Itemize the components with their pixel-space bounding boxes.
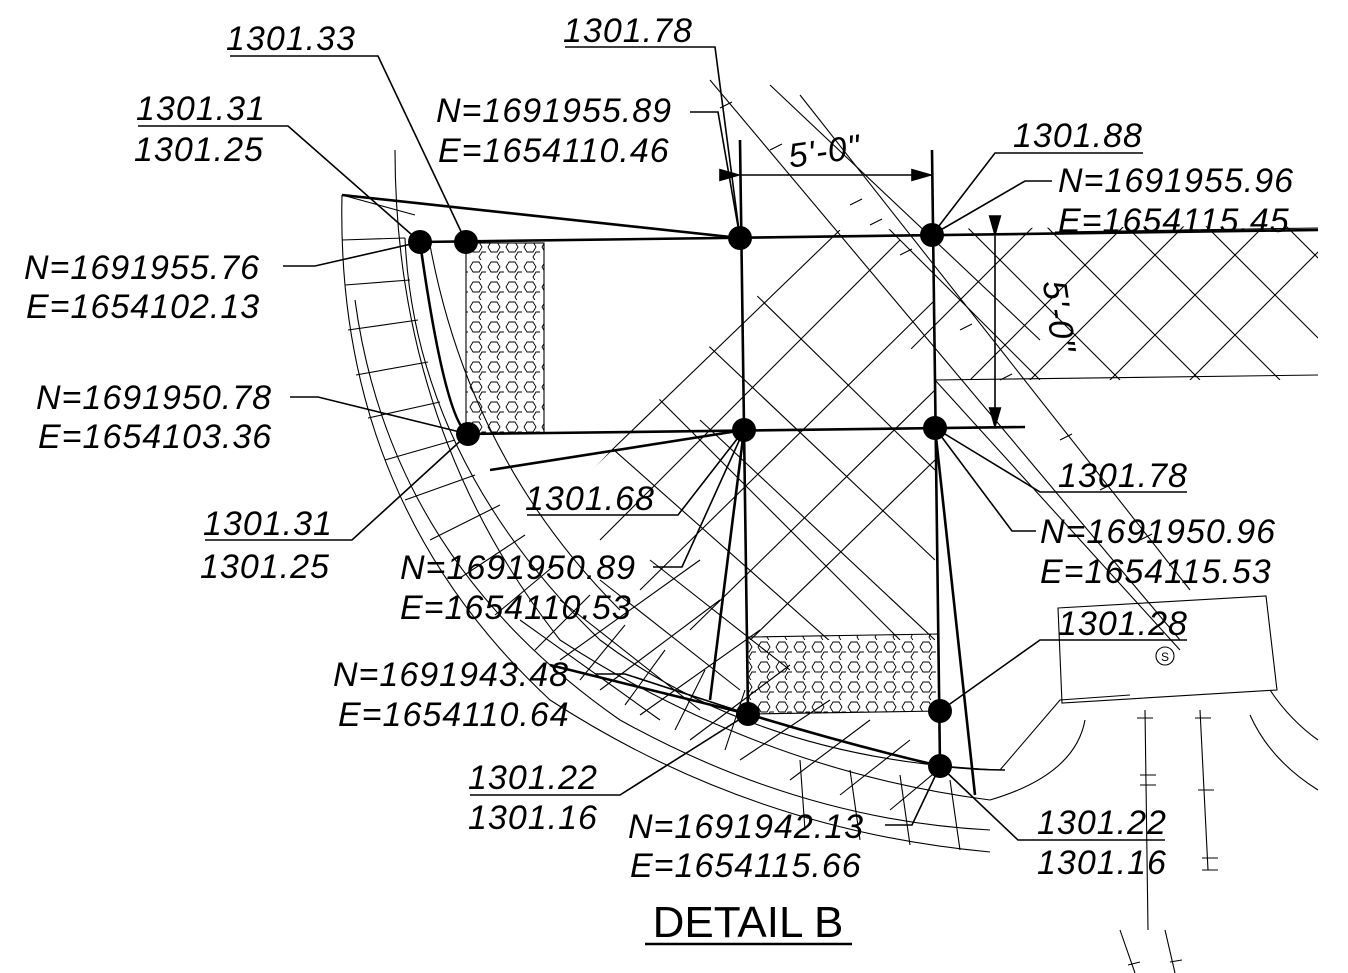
elevation-labels: 1301.33 1301.78 1301.31 1301.25 1301.88 … <box>134 12 1188 882</box>
easting-label: E=1654110.64 <box>338 696 570 734</box>
curb-arcs <box>341 149 1319 853</box>
elevation-label-lower: 1301.16 <box>468 799 598 837</box>
elevation-label: 1301.22 <box>468 759 598 797</box>
dimension-vertical-text: 5'-0" <box>1035 278 1083 356</box>
point-e8 <box>928 699 952 723</box>
elevation-label: 1301.68 <box>525 480 655 518</box>
warning-panel-bottom <box>747 633 941 715</box>
point-c7 <box>736 702 760 726</box>
leader-lines <box>138 46 1187 841</box>
elevation-label-lower: 1301.25 <box>134 131 264 169</box>
detail-title: DETAIL B <box>645 898 852 947</box>
utility-lines <box>1119 709 1218 973</box>
point-c8 <box>928 754 952 778</box>
elevation-label: 1301.78 <box>1058 457 1188 495</box>
northing-label: N=1691950.89 <box>400 549 636 587</box>
elevation-label: 1301.22 <box>1037 804 1167 842</box>
northing-label: N=1691943.48 <box>333 656 569 694</box>
sewer-symbol-icon <box>1155 646 1175 666</box>
dimension-horizontal-text: 5'-0" <box>786 128 864 176</box>
point-e1 <box>454 230 478 254</box>
easting-label: E=1654115.53 <box>1040 553 1272 591</box>
elevation-label: 1301.31 <box>203 505 333 543</box>
elevation-label: 1301.33 <box>226 20 356 58</box>
point-c5 <box>923 416 947 440</box>
easting-label: E=1654115.45 <box>1058 202 1290 240</box>
warning-panels <box>465 242 941 715</box>
dimension-vertical: 5'-0" <box>988 215 1083 430</box>
northing-label: N=1691950.96 <box>1040 513 1276 551</box>
easting-label: E=1654110.53 <box>400 589 632 627</box>
warning-panel-top <box>465 242 545 434</box>
easting-label: E=1654115.66 <box>630 847 862 885</box>
detail-title-text: DETAIL B <box>653 898 844 947</box>
northing-label: N=1691955.76 <box>24 249 260 287</box>
structure-box: S <box>1057 595 1278 704</box>
coordinate-labels: N=1691955.89 E=1654110.46 N=1691955.96 E… <box>24 92 1294 885</box>
elevation-label: 1301.78 <box>563 12 693 50</box>
survey-points <box>408 223 952 778</box>
northing-label: N=1691942.13 <box>628 808 864 846</box>
elevation-label-lower: 1301.25 <box>200 548 330 586</box>
dimension-horizontal: 5'-0" <box>719 128 934 182</box>
point-c4 <box>456 422 480 446</box>
point-c3 <box>408 230 432 254</box>
point-c6 <box>732 418 756 442</box>
northing-label: N=1691950.78 <box>36 379 272 417</box>
elevation-label-lower: 1301.16 <box>1037 844 1167 882</box>
northing-label: N=1691955.89 <box>436 92 672 130</box>
point-c2 <box>920 223 944 247</box>
elevation-label: 1301.88 <box>1013 117 1143 155</box>
sewer-symbol-text: S <box>1161 650 1169 664</box>
elevation-label: 1301.28 <box>1058 605 1188 643</box>
elevation-label: 1301.31 <box>136 90 266 128</box>
easting-label: E=1654102.13 <box>26 288 260 326</box>
easting-label: E=1654110.46 <box>438 132 670 170</box>
easting-label: E=1654103.36 <box>38 418 272 456</box>
northing-label: N=1691955.96 <box>1058 162 1294 200</box>
point-c1 <box>728 226 752 250</box>
